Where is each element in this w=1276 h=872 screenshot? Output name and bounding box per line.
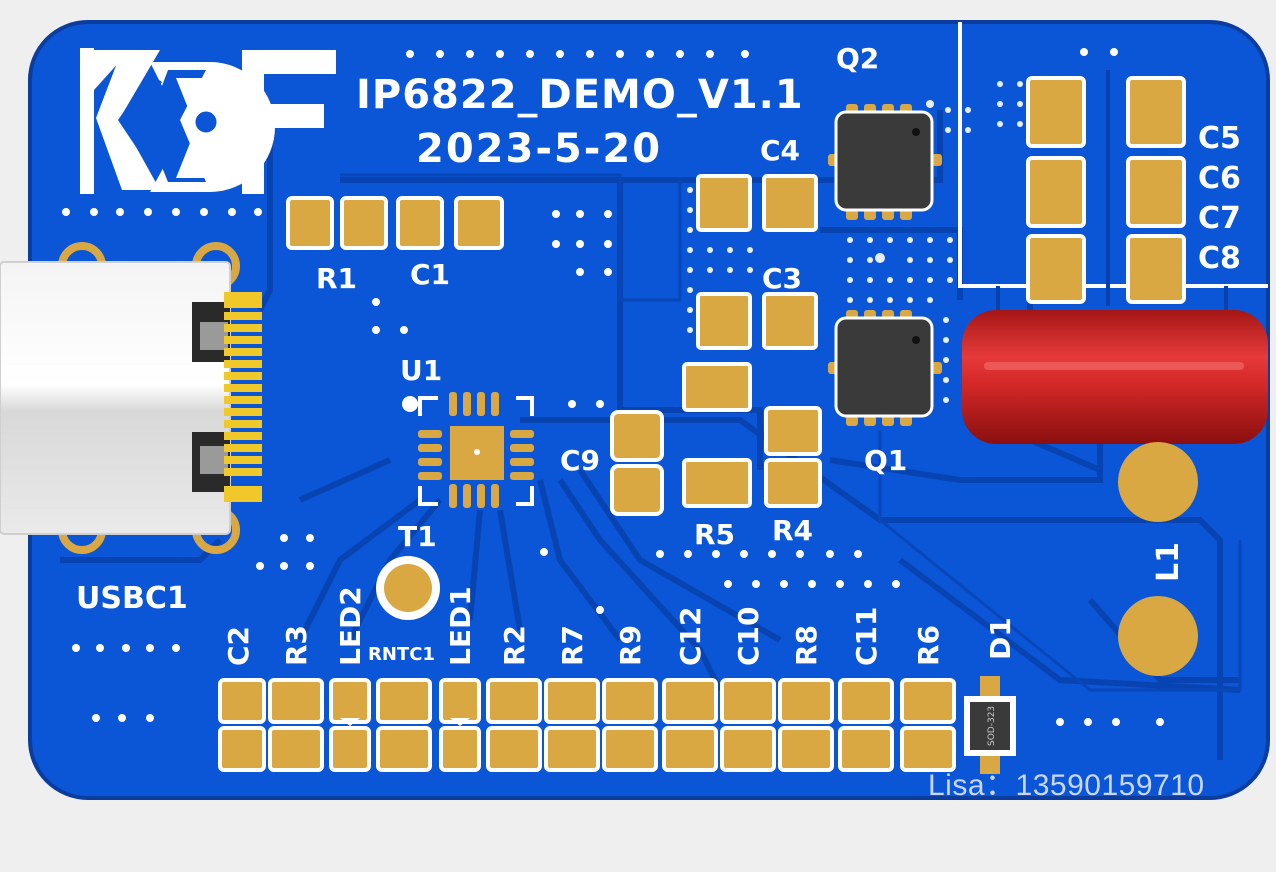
- pad-r7-2: [544, 726, 600, 772]
- d1-diode: [964, 676, 1016, 774]
- pad-r9-1: [602, 678, 658, 724]
- pad-c2-2: [218, 726, 266, 772]
- bottom-row-pads: [218, 678, 956, 772]
- label-c7: C7: [1198, 201, 1241, 236]
- label-c9: C9: [560, 444, 600, 477]
- via-grid-top: [62, 48, 1164, 726]
- pad-c12-1: [662, 678, 718, 724]
- c4-c3-pads: [696, 174, 818, 350]
- pad-led2-2: [329, 726, 371, 772]
- pad-r2-2: [486, 726, 542, 772]
- label-led2: LED2: [334, 586, 367, 666]
- watermark-contact: Lisa：13590159710: [928, 769, 1205, 802]
- q2-mosfet: [828, 104, 942, 220]
- label-r4: R4: [772, 514, 813, 547]
- label-r2: R2: [498, 625, 531, 666]
- label-usbc1: USBC1: [76, 581, 188, 616]
- pad-r6-1: [900, 678, 956, 724]
- logo-chevron: [118, 74, 162, 168]
- pad-c2-1: [218, 678, 266, 724]
- l1-pads: [1118, 442, 1198, 676]
- board-title: IP6822_DEMO_V1.1: [356, 72, 804, 118]
- label-r6: R6: [912, 625, 945, 666]
- pad-led1-2: [439, 726, 481, 772]
- label-u1: U1: [400, 354, 442, 387]
- label-t1: T1: [398, 520, 437, 553]
- label-d1: D1: [984, 617, 1017, 660]
- pad-r8-2: [778, 726, 834, 772]
- pad-c10-1: [720, 678, 776, 724]
- u1-qfn-chip: [402, 392, 534, 508]
- label-led1: LED1: [444, 586, 477, 666]
- label-q2: Q2: [836, 42, 879, 75]
- q1-mosfet: [828, 310, 942, 426]
- r1-c1-pads: [286, 196, 504, 250]
- board-date: 2023-5-20: [416, 126, 662, 172]
- pad-led1-1: [439, 678, 481, 724]
- t1-test-point: [376, 556, 440, 620]
- cap-bank-lines: [996, 70, 1228, 310]
- label-r8: R8: [790, 625, 823, 666]
- label-c6: C6: [1198, 161, 1241, 196]
- pad-led2-1: [329, 678, 371, 724]
- pad-r3-1: [268, 678, 324, 724]
- led-polarity-mark: [340, 718, 360, 726]
- label-r9: R9: [614, 625, 647, 666]
- label-c1: C1: [410, 258, 450, 291]
- pad-r7-1: [544, 678, 600, 724]
- pad-c11-2: [838, 726, 894, 772]
- label-l1: L1: [1151, 542, 1186, 582]
- c5-c8-pads: [1026, 76, 1186, 304]
- label-r5: R5: [694, 518, 735, 551]
- label-c12: C12: [674, 606, 707, 666]
- label-c4: C4: [760, 134, 800, 167]
- label-c10: C10: [732, 606, 765, 666]
- label-r7: R7: [556, 625, 589, 666]
- d1-package-label: SOD-323: [987, 706, 997, 746]
- label-r3: R3: [280, 625, 313, 666]
- via-grid-dense: [687, 81, 1023, 403]
- pad-c11-1: [838, 678, 894, 724]
- red-capacitor: [962, 310, 1268, 444]
- label-r1: R1: [316, 262, 357, 295]
- r5-r4-pads: [682, 362, 822, 508]
- usb-c-connector: [0, 242, 262, 554]
- pad-rntc1-1: [376, 678, 432, 724]
- label-c11: C11: [850, 606, 883, 666]
- region-lines: [340, 173, 1242, 692]
- pad-c10-2: [720, 726, 776, 772]
- label-q1: Q1: [864, 444, 907, 477]
- pad-rntc1-2: [376, 726, 432, 772]
- pad-r9-2: [602, 726, 658, 772]
- logo-eye-dot: [192, 108, 220, 136]
- pad-r2-1: [486, 678, 542, 724]
- pad-r3-2: [268, 726, 324, 772]
- label-c2: C2: [222, 626, 255, 666]
- pad-r8-1: [778, 678, 834, 724]
- label-c5: C5: [1198, 121, 1241, 156]
- led-polarity-mark: [450, 718, 470, 726]
- pad-c12-2: [662, 726, 718, 772]
- label-c3: C3: [762, 262, 802, 295]
- pad-r6-2: [900, 726, 956, 772]
- c9-pads: [610, 410, 664, 516]
- label-c8: C8: [1198, 241, 1241, 276]
- label-rntc1: RNTC1: [368, 644, 435, 665]
